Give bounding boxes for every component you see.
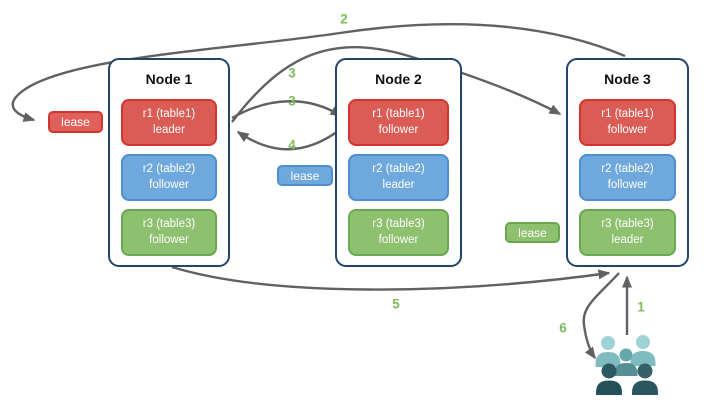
arrow-step3-to-node2 <box>231 100 343 120</box>
arrow-step5 <box>171 265 611 291</box>
arrow-step2 <box>11 23 626 122</box>
replica-label: r3 (table3) <box>601 218 654 231</box>
arrow-step3-to-node3 <box>231 45 562 123</box>
replica-role: leader <box>153 123 185 136</box>
step-label-3a: 3 <box>288 65 296 81</box>
lease-badge-blue: lease <box>277 165 333 186</box>
node-1-replica-r2: r2 (table2) follower <box>121 154 217 201</box>
node-2-replica-r3: r3 (table3) follower <box>348 209 449 256</box>
node-3: Node 3 r1 (table1) follower r2 (table2) … <box>566 58 689 267</box>
node-3-title: Node 3 <box>604 71 651 87</box>
replica-role: leader <box>611 233 644 246</box>
lease-label: lease <box>518 225 547 240</box>
node-1: Node 1 r1 (table1) leader r2 (table2) fo… <box>108 58 230 267</box>
step-label-4: 4 <box>288 137 296 153</box>
replica-label: r1 (table1) <box>601 108 654 121</box>
lease-badge-green: lease <box>505 222 560 243</box>
lease-label: lease <box>290 168 320 183</box>
replica-role: follower <box>149 233 189 246</box>
replica-role: follower <box>149 178 189 191</box>
node-1-replica-r3: r3 (table3) follower <box>121 209 217 256</box>
node-3-replica-r2: r2 (table2) follower <box>579 154 676 201</box>
node-2-title: Node 2 <box>375 71 422 87</box>
replica-role: follower <box>607 178 648 191</box>
node-3-replica-r3: r3 (table3) leader <box>579 209 676 256</box>
node-3-replica-r1: r1 (table1) follower <box>579 99 676 146</box>
node-1-replica-r1: r1 (table1) leader <box>121 99 217 146</box>
replica-label: r1 (table1) <box>142 108 196 121</box>
replica-role: follower <box>607 123 648 136</box>
node-2-replica-r1: r1 (table1) follower <box>348 99 449 146</box>
lease-badge-red: lease <box>48 111 103 133</box>
step-label-3b: 3 <box>288 93 296 109</box>
replica-label: r3 (table3) <box>372 218 425 231</box>
replica-role: follower <box>378 123 419 136</box>
step-label-5: 5 <box>392 296 400 312</box>
replica-label: r1 (table1) <box>372 108 425 121</box>
step-label-6: 6 <box>559 320 567 336</box>
replica-label: r2 (table2) <box>142 163 196 176</box>
node-2: Node 2 r1 (table1) follower r2 (table2) … <box>335 58 462 267</box>
replica-label: r2 (table2) <box>601 163 654 176</box>
node-1-title: Node 1 <box>145 71 193 87</box>
arrow-step4 <box>236 128 342 151</box>
lease-label: lease <box>61 115 90 129</box>
node-2-replica-r2: r2 (table2) leader <box>348 154 449 201</box>
replica-role: leader <box>382 178 415 191</box>
replica-label: r2 (table2) <box>372 163 425 176</box>
step-label-2: 2 <box>340 11 348 27</box>
replica-label: r3 (table3) <box>142 218 196 231</box>
step-label-1: 1 <box>637 299 645 315</box>
people-group-icon <box>595 335 658 395</box>
arrow-step6 <box>582 272 620 360</box>
replica-role: follower <box>378 233 419 246</box>
